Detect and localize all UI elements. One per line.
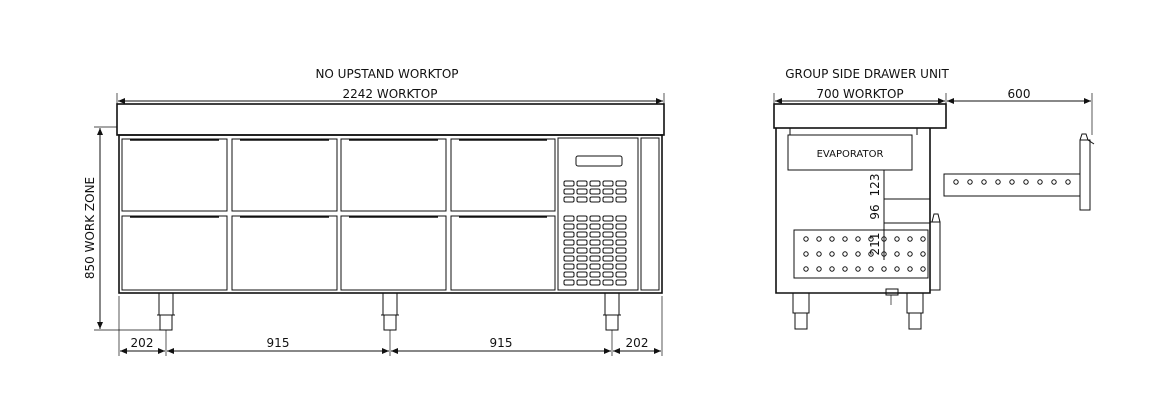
front-view: NO UPSTAND WORKTOP 2242 WORKTOP: [83, 67, 665, 356]
dim-mid-2: 915: [490, 336, 513, 350]
side-panel: [640, 137, 660, 291]
side-legs: [792, 288, 924, 330]
worktop-width-dimension: 2242 WORKTOP: [116, 87, 665, 135]
side-view-title: GROUP SIDE DRAWER UNIT: [785, 67, 949, 81]
drawer-front-6: [231, 215, 338, 291]
controller-display: [575, 155, 623, 167]
drawer-front-5: [121, 215, 228, 291]
vent-grille-upper: [563, 180, 627, 203]
evaporator-label: EVAPORATOR: [817, 149, 884, 160]
side-worktop: [773, 103, 947, 129]
basket-perforations: [803, 236, 926, 272]
front-worktop: [116, 103, 665, 136]
drawer-basket-extended: [943, 173, 1081, 197]
dim-123: 123: [868, 174, 882, 197]
dim-left: 202: [131, 336, 154, 350]
height-label: 850 WORK ZONE: [83, 177, 97, 279]
side-view: GROUP SIDE DRAWER UNIT 700 WORKTOP 600 E…: [773, 67, 1095, 330]
side-vertical-dimensions: 123 96 211: [868, 174, 882, 256]
extended-basket-perforations: [953, 179, 1071, 185]
control-panel: [557, 137, 660, 291]
worktop-width-label: 2242 WORKTOP: [343, 87, 438, 101]
drawer-front-8: [450, 215, 556, 291]
drawer-front-2: [231, 138, 338, 212]
drawer-extension-dimension: 600: [947, 87, 1093, 135]
extension-label: 600: [1008, 87, 1031, 101]
dim-96: 96: [868, 204, 882, 219]
drawer-front-lower-side: [929, 221, 941, 291]
drawer-basket-lower: [793, 229, 929, 279]
front-view-title: NO UPSTAND WORKTOP: [315, 67, 458, 81]
drawer-front-3: [340, 138, 447, 212]
side-cabinet-body: [775, 128, 931, 294]
drawer-front-extended: [1079, 139, 1091, 211]
drawer-front-1: [121, 138, 228, 212]
height-dimension: 850 WORK ZONE: [83, 126, 160, 331]
side-worktop-label: 700 WORKTOP: [816, 87, 903, 101]
drawer-grid: [121, 138, 556, 291]
dim-211: 211: [868, 233, 882, 256]
front-legs: [157, 292, 621, 331]
drawer-front-7: [340, 215, 447, 291]
evaporator-box: [787, 134, 913, 171]
leg-spacing-dimensions: 202 915 915 202: [118, 296, 663, 356]
side-worktop-dimension: 700 WORKTOP: [773, 87, 947, 128]
drawer-front-4: [450, 138, 556, 212]
vent-grille-lower: [563, 215, 627, 286]
dim-right: 202: [626, 336, 649, 350]
dim-mid-1: 915: [267, 336, 290, 350]
